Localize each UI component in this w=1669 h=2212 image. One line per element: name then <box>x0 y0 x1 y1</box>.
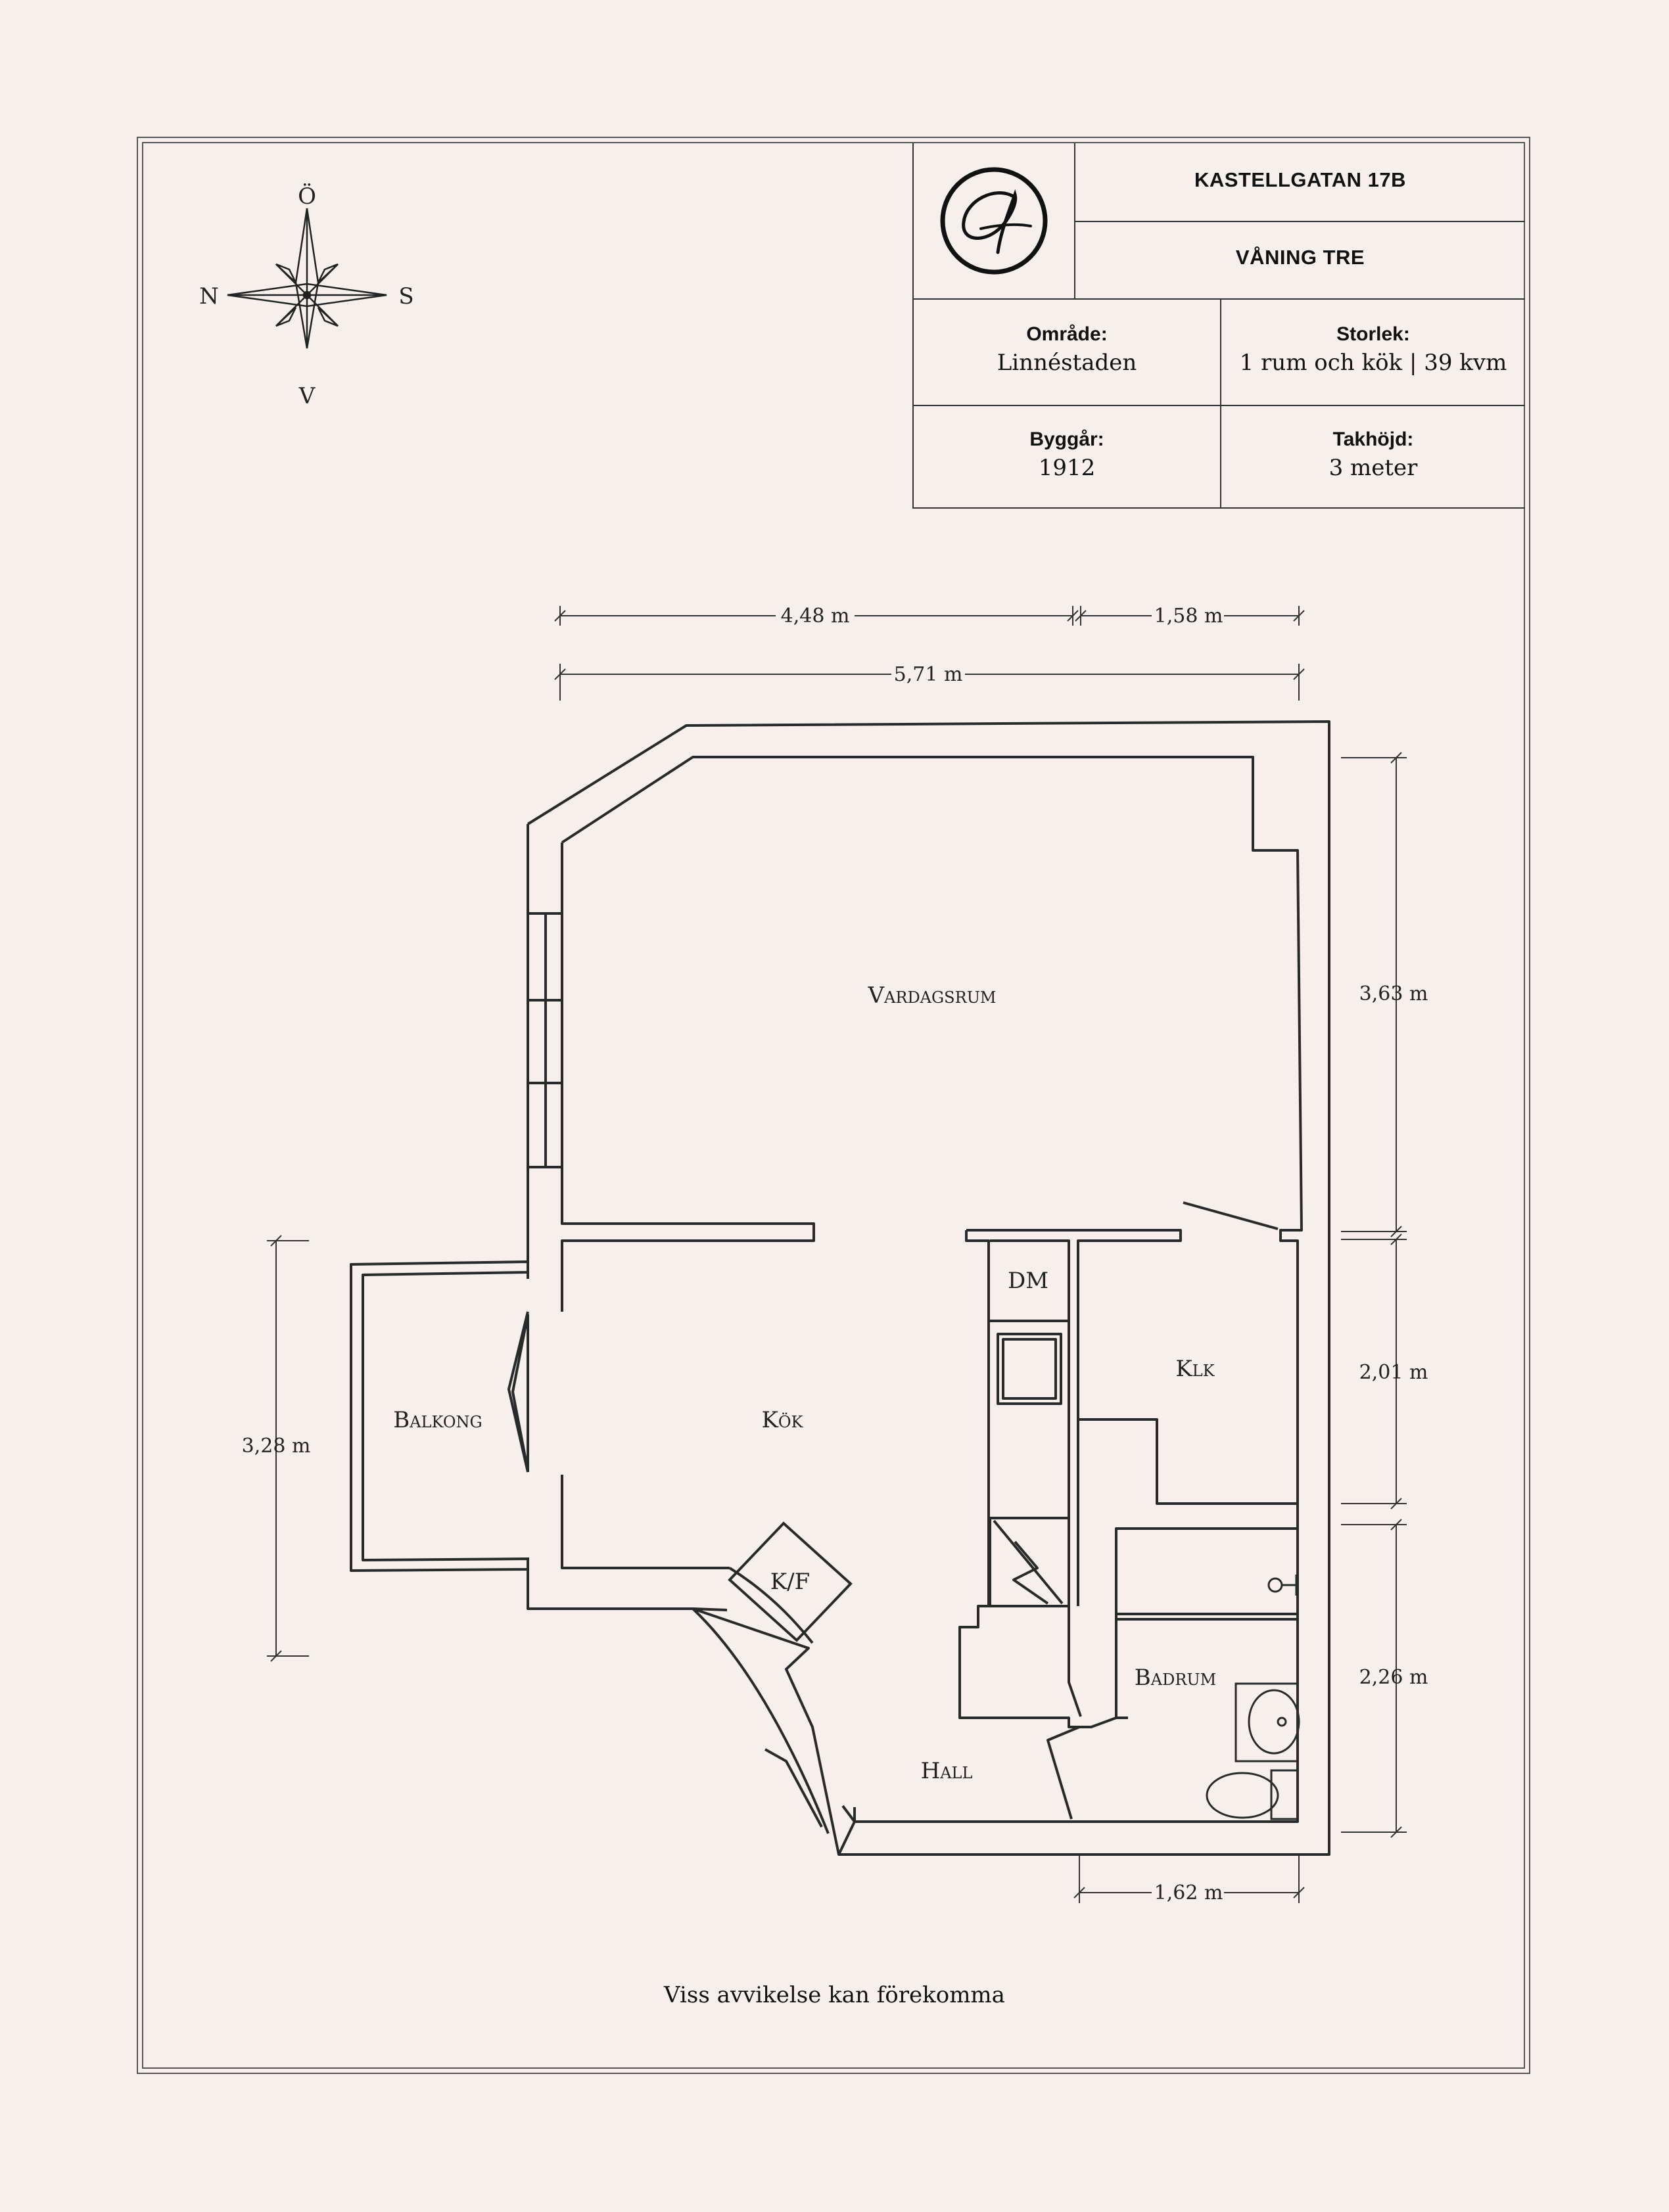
toilet-icon <box>1206 1772 1279 1819</box>
bathroom-fixtures <box>1206 1575 1300 1820</box>
dim-right-middle: 2,01 m <box>1359 1361 1428 1384</box>
room-kitchen: Kök <box>761 1407 803 1433</box>
size-value: 1 rum och kök | 39 kvm <box>1239 350 1507 376</box>
dim-top-right: 1,58 m <box>1154 605 1223 628</box>
year-label: Byggår: <box>1029 428 1104 450</box>
room-fridge: K/F <box>770 1569 810 1595</box>
title-block: KASTELLGATAN 17B VÅNING TRE Område: Linn… <box>912 143 1525 509</box>
sink-icon <box>1248 1689 1300 1755</box>
walls <box>350 720 1330 1856</box>
dim-right-lower: 2,26 m <box>1359 1666 1428 1689</box>
floor-title: VÅNING TRE <box>1235 246 1365 269</box>
compass-north-label: N <box>199 283 219 310</box>
dim-left: 3,28 m <box>242 1435 311 1458</box>
room-closet: Klk <box>1175 1356 1215 1382</box>
size-label: Storlek: <box>1336 323 1410 345</box>
fridge-freezer <box>728 1521 853 1642</box>
area-label: Område: <box>1026 323 1108 345</box>
area-value: Linnéstaden <box>997 350 1137 376</box>
dim-total-width: 5,71 m <box>894 663 963 686</box>
dim-top-left: 4,48 m <box>781 605 850 628</box>
logo-icon <box>940 167 1048 275</box>
compass-rose-icon <box>227 208 387 349</box>
compass-south-label: S <box>398 283 413 310</box>
inner-frame <box>142 142 1525 2069</box>
room-bathroom: Badrum <box>1135 1665 1216 1691</box>
room-balcony: Balkong <box>393 1407 482 1433</box>
dimension-labels: 4,48 m 1,58 m 5,71 m 3,63 m 2,01 m 2,26 … <box>242 603 1428 1906</box>
compass-east-label: Ö <box>298 183 316 210</box>
outer-frame <box>137 137 1530 2074</box>
room-living: Vardagsrum <box>867 982 996 1009</box>
compass-west-label: V <box>298 383 316 409</box>
dim-bottom: 1,62 m <box>1154 1881 1223 1904</box>
ceiling-label: Takhöjd: <box>1332 428 1414 450</box>
disclaimer-text: Viss avvikelse kan förekomma <box>664 1982 1005 2008</box>
shower-icon <box>1267 1577 1283 1593</box>
room-hall: Hall <box>921 1758 973 1784</box>
year-value: 1912 <box>1038 455 1096 481</box>
room-dishwasher: DM <box>1008 1268 1048 1294</box>
dim-right-upper: 3,63 m <box>1359 982 1428 1005</box>
ceiling-value: 3 meter <box>1328 455 1418 481</box>
address-title: KASTELLGATAN 17B <box>1194 168 1407 191</box>
